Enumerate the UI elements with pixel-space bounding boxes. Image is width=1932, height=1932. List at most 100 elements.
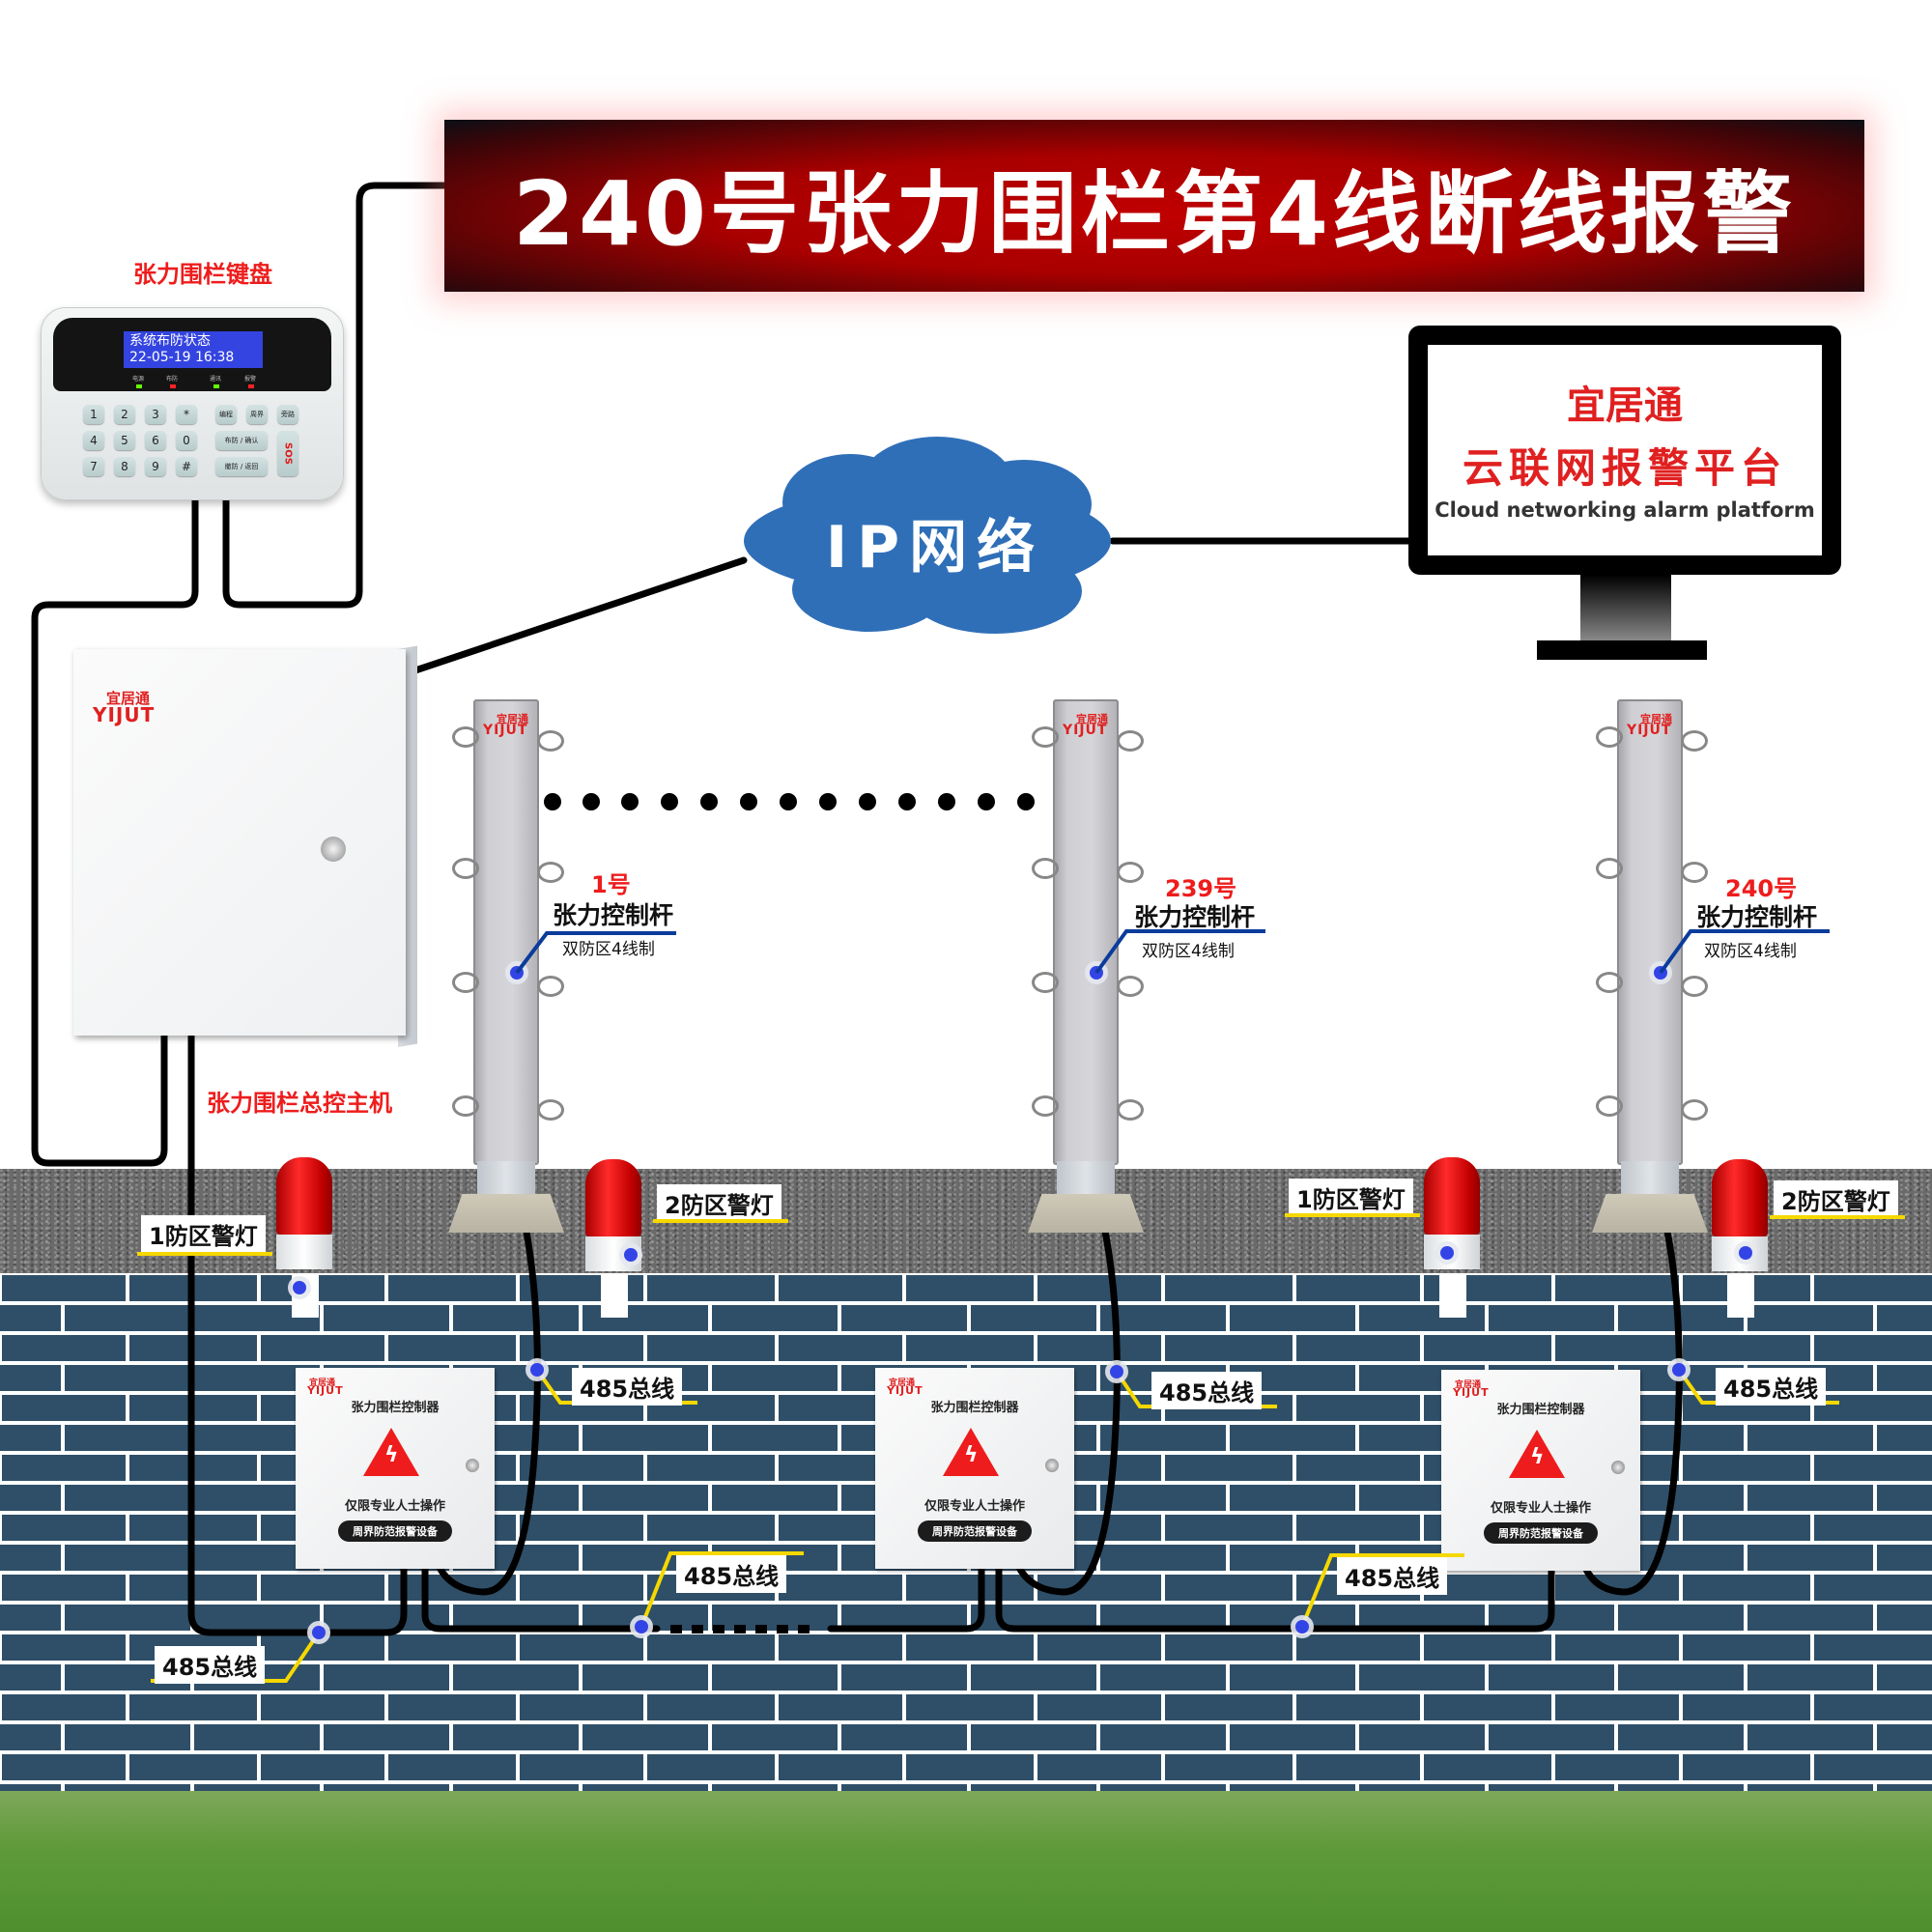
monitor-platform: 宜居通 云联网报警平台 Cloud networking alarm platf… [1408, 326, 1841, 575]
keypad-label: 张力围栏键盘 [133, 261, 272, 288]
beacon-2-mount [601, 1273, 628, 1318]
pole-1-foot [448, 1194, 564, 1233]
key-4[interactable]: 4 [83, 431, 104, 450]
pole-240: 宜居通 YIJUT [1617, 699, 1683, 1165]
bus-label-pole1: 485总线 [572, 1368, 683, 1406]
controller-240-pill: 周界防范报警设备 [1484, 1522, 1598, 1544]
hook-icon [452, 1095, 479, 1117]
led-label-arm: 布防 [166, 376, 179, 383]
lightning-bolt-icon: ϟ [384, 1443, 399, 1467]
key-2[interactable]: 2 [114, 405, 135, 424]
lightning-bolt-icon: ϟ [1530, 1445, 1545, 1469]
beacon-4-leader [1770, 1215, 1905, 1219]
hook-icon [537, 976, 564, 997]
hook-icon [1596, 726, 1623, 748]
controller-240: 宜居通 YIJUT 张力围栏控制器 ϟ 仅限专业人士操作 周界防范报警设备 [1441, 1370, 1640, 1571]
alarm-banner: 240号张力围栏第4线断线报警 [444, 120, 1864, 292]
led-label-alarm: 报警 [244, 376, 257, 383]
key-perimeter[interactable]: 周界 [246, 405, 268, 424]
controller-239-pill: 周界防范报警设备 [918, 1520, 1032, 1542]
controller-240-note: 仅限专业人士操作 [1490, 1501, 1591, 1516]
key-program[interactable]: 编程 [215, 405, 237, 424]
hook-icon [1681, 1099, 1708, 1121]
keypad-display-panel: 系统布防状态 22-05-19 16:38 电源 布防 通讯 报警 [53, 318, 331, 391]
monitor-stand [1537, 640, 1707, 660]
pole-1-brand-cn: 宜居通 [497, 713, 528, 725]
controller-1-title: 张力围栏控制器 [351, 1401, 440, 1415]
bus-label-mid2: 485总线 [1337, 1557, 1448, 1595]
lightning-bolt-icon: ϟ [964, 1443, 979, 1467]
controller-1-note: 仅限专业人士操作 [344, 1499, 445, 1514]
beacon-3-marker-icon [1440, 1246, 1454, 1260]
key-8[interactable]: 8 [114, 457, 135, 476]
pole-239-title: 张力控制杆 [1134, 903, 1256, 931]
hook-icon [1596, 972, 1623, 993]
key-0[interactable]: 0 [176, 431, 197, 450]
lcd-line-status: 系统布防状态 [129, 333, 211, 349]
key-arm-confirm[interactable]: 布防 / 确认 [215, 431, 268, 450]
bus-marker-icon [312, 1626, 326, 1639]
key-7[interactable]: 7 [83, 457, 104, 476]
key-star[interactable]: * [176, 405, 197, 424]
host-label: 张力围栏总控主机 [207, 1090, 392, 1117]
hook-icon [1117, 730, 1144, 752]
key-5[interactable]: 5 [114, 431, 135, 450]
key-6[interactable]: 6 [145, 431, 166, 450]
controller-240-title: 张力围栏控制器 [1496, 1403, 1585, 1417]
platform-brand: 宜居通 [1567, 384, 1683, 428]
pole-1-number: 1号 [591, 871, 631, 898]
pole-239-foot [1028, 1194, 1144, 1233]
bus-label-host: 485总线 [155, 1646, 266, 1684]
hook-icon [1681, 730, 1708, 752]
host-brand-en: YIJUT [93, 703, 156, 726]
beacon-1-dome [276, 1157, 332, 1235]
controller-lock-icon [1611, 1461, 1625, 1474]
bus-marker-icon [530, 1363, 544, 1377]
wire-bus-seg3 [995, 1561, 1555, 1633]
controller-239-brand-en: YIJUT [887, 1384, 923, 1397]
key-3[interactable]: 3 [145, 405, 166, 424]
platform-title: 云联网报警平台 [1462, 444, 1787, 492]
platform-subtitle: Cloud networking alarm platform [1435, 498, 1815, 522]
pole-239-brand-en: YIJUT [1063, 723, 1108, 738]
bus-label-mid1: 485总线 [676, 1555, 787, 1593]
beacon-3-mount [1439, 1273, 1466, 1318]
hook-icon [1032, 858, 1059, 879]
wire-bus-seg1 [421, 1561, 661, 1633]
key-9[interactable]: 9 [145, 457, 166, 476]
wire-host-bus [187, 1032, 408, 1636]
controller-1-brand-cn: 宜居通 [309, 1378, 336, 1388]
fence-keypad[interactable]: 系统布防状态 22-05-19 16:38 电源 布防 通讯 报警 1 2 3 … [41, 307, 344, 500]
led-label-comm: 通讯 [210, 376, 222, 383]
pole-240-brand-en: YIJUT [1627, 723, 1672, 738]
hook-icon [452, 726, 479, 748]
led-comm-icon [213, 384, 219, 388]
led-arm-icon [170, 384, 176, 388]
led-label-power: 电源 [132, 376, 145, 383]
pole-240-sub: 双防区4线制 [1704, 942, 1797, 961]
controller-1-brand-en: YIJUT [307, 1384, 344, 1397]
led-power-icon [136, 384, 142, 388]
pole-239-sub: 双防区4线制 [1142, 942, 1235, 961]
key-hash[interactable]: # [176, 457, 197, 476]
beacon-1-mount [292, 1273, 319, 1318]
monitor-neck [1580, 575, 1671, 640]
beacon-2-marker-icon [624, 1248, 638, 1262]
beacon-1-marker-icon [293, 1281, 306, 1294]
key-1[interactable]: 1 [83, 405, 104, 424]
key-sos[interactable]: SOS [277, 431, 298, 476]
bus-marker-icon [1672, 1363, 1686, 1377]
key-bypass[interactable]: 旁路 [277, 405, 298, 424]
key-disarm-back[interactable]: 撤防 / 返回 [215, 457, 268, 476]
pole-239-brand-cn: 宜居通 [1076, 713, 1108, 725]
hook-icon [1681, 976, 1708, 997]
beacon-3-label: 1防区警灯 [1289, 1179, 1413, 1216]
wire-keypad-to-host [31, 495, 199, 1167]
ip-network-cloud-label: IP网络 [825, 514, 1045, 582]
controller-239-title: 张力围栏控制器 [930, 1401, 1019, 1415]
beacon-4-dome [1712, 1159, 1768, 1236]
controller-lock-icon [466, 1459, 479, 1472]
hook-icon [1596, 858, 1623, 879]
dots-series [544, 793, 1035, 810]
